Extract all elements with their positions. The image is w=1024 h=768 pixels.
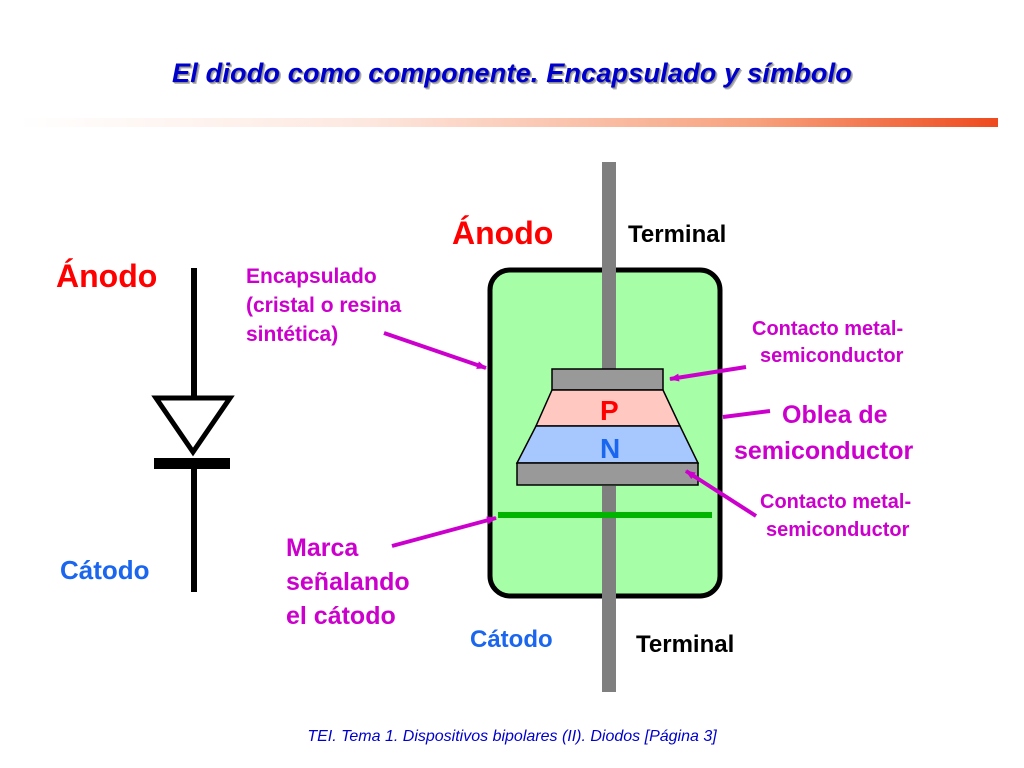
cathode-band [498,512,712,518]
slide-title: El diodo como componente. Encapsulado y … [172,58,852,88]
contacto-bottom-line-2: semiconductor [766,519,910,541]
cathode-terminal [602,486,616,692]
p-label: P [600,395,619,426]
marca-line-3: el cátodo [286,602,396,630]
footer-text: TEI. Tema 1. Dispositivos bipolares (II)… [307,728,717,745]
n-label: N [600,433,620,464]
top-contact [551,368,664,391]
diode-symbol [151,268,235,592]
marca-line-2: señalando [286,568,410,596]
contacto-top-line-2: semiconductor [760,345,904,367]
marca-line-1: Marca [286,534,359,562]
contacto-bottom-arrow [684,469,758,518]
encapsulado-line-1: Encapsulado [246,265,377,288]
terminal-top-label: Terminal [628,221,726,248]
oblea-line-2: semiconductor [734,437,913,465]
contacto-top-line-1: Contacto metal- [752,318,903,340]
contacto-top-arrow [669,365,747,382]
symbol-anode-label: Ánodo [56,258,157,294]
terminal-bottom-label: Terminal [636,631,734,658]
anode-terminal [602,162,616,370]
marca-arrow [391,516,497,548]
contacto-bottom-line-1: Contacto metal- [760,491,911,513]
package-anode-label: Ánodo [452,215,553,251]
encapsulado-arrow [383,331,487,370]
diode-package [487,162,723,692]
encapsulado-line-2: (cristal o resina [246,294,402,317]
bottom-contact [516,462,699,486]
oblea-arrow [722,409,771,419]
symbol-cathode-bar [154,458,230,469]
package-cathode-label: Cátodo [470,626,553,653]
symbol-cathode-label: Cátodo [60,555,150,585]
oblea-line-1: Oblea de [782,401,888,429]
symbol-triangle [151,395,235,457]
encapsulado-line-3: sintética) [246,323,338,346]
title-underline [20,118,998,127]
